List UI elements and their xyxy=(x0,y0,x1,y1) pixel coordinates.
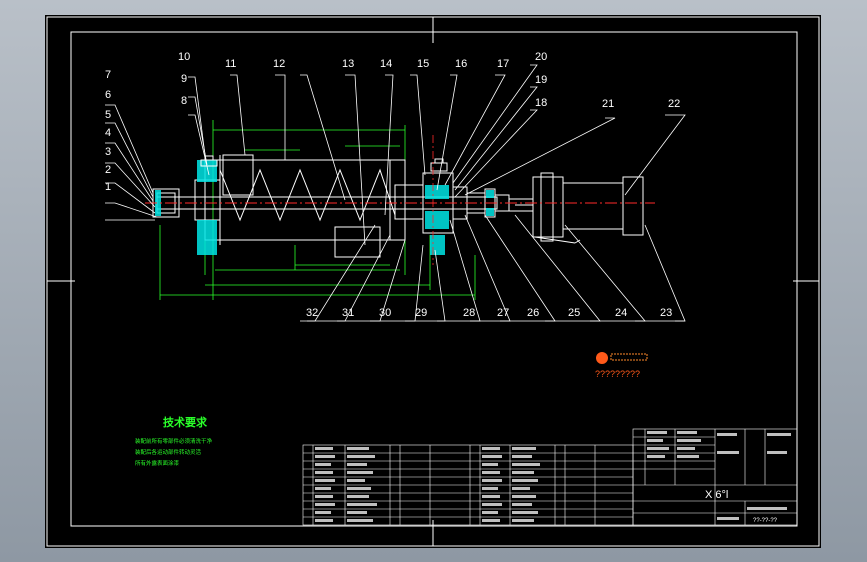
balloons-bottom: 32 31 30 29 28 27 26 25 24 23 xyxy=(306,307,672,319)
balloon-label: 22 xyxy=(668,98,680,110)
balloon-label: 19 xyxy=(535,74,547,86)
balloon-label: 3 xyxy=(105,146,111,158)
watermark-text: ????????? xyxy=(595,369,640,379)
tech-req-title: 技术要求 xyxy=(163,415,208,429)
balloon-label: 29 xyxy=(415,307,427,319)
logo-icon xyxy=(596,352,608,364)
balloon-label: 16 xyxy=(455,58,467,70)
balloon-label: 18 xyxy=(535,97,547,109)
assembly-drawing: 10 9 8 11 12 13 14 15 16 17 20 19 18 21 … xyxy=(46,16,820,547)
balloon-label: 20 xyxy=(535,51,547,63)
balloon-label: 6 xyxy=(105,89,111,101)
drawing-sheet[interactable]: 10 9 8 11 12 13 14 15 16 17 20 19 18 21 … xyxy=(45,15,821,548)
title-block xyxy=(632,428,798,526)
balloons-top: 10 9 8 11 12 13 14 15 16 17 20 19 18 21 … xyxy=(178,51,680,110)
balloon-label: 17 xyxy=(497,58,509,70)
drive-motor xyxy=(508,172,644,244)
scale-text: X 6°l xyxy=(705,489,728,501)
centering-marks xyxy=(47,17,819,546)
screw-housing xyxy=(204,154,406,258)
balloon-label: 23 xyxy=(660,307,672,319)
balloon-label: 1 xyxy=(105,181,111,193)
balloon-label: 11 xyxy=(225,58,236,70)
tech-req-line: 所有外露表面涂漆 xyxy=(135,459,180,467)
balloon-label: 26 xyxy=(527,307,539,319)
balloon-label: 28 xyxy=(463,307,475,319)
technical-requirements: 技术要求 装配前所有零部件必须清洗干净 装配后各运动部件转动灵活 所有外露表面涂… xyxy=(135,415,213,467)
balloon-label: 31 xyxy=(342,307,354,319)
right-bearing-hatch xyxy=(425,185,449,255)
parts-list-columns xyxy=(312,445,596,525)
balloon-label: 2 xyxy=(105,164,111,176)
balloon-label: 32 xyxy=(306,307,318,319)
tech-req-line: 装配前所有零部件必须清洗干净 xyxy=(135,437,213,445)
balloon-label: 7 xyxy=(105,69,111,81)
inner-frame xyxy=(70,31,798,527)
balloon-label: 8 xyxy=(181,95,187,107)
balloon-label: 30 xyxy=(379,307,391,319)
balloon-label: 5 xyxy=(105,109,111,121)
balloon-label: 12 xyxy=(273,58,285,70)
balloon-label: 27 xyxy=(497,307,509,319)
left-bearing-assembly xyxy=(152,179,221,221)
watermark-logo: ????????? xyxy=(595,352,648,379)
balloon-label: 10 xyxy=(178,51,190,63)
drawing-number: ??-??-?? xyxy=(753,518,778,524)
screw-flight xyxy=(219,168,396,222)
balloon-label: 25 xyxy=(568,307,580,319)
parts-list-rows xyxy=(303,452,633,518)
left-bearing-hatch xyxy=(155,160,217,255)
balloon-label: 15 xyxy=(417,58,429,70)
balloon-label: 21 xyxy=(602,98,614,110)
parts-list-text-blocks xyxy=(315,447,540,522)
balloon-label: 9 xyxy=(181,73,187,85)
balloons-left: 7 6 5 4 3 2 1 xyxy=(105,69,111,193)
balloon-label: 4 xyxy=(105,127,111,139)
dimension-lines xyxy=(159,120,476,300)
tech-req-line: 装配后各运动部件转动灵活 xyxy=(135,448,202,456)
title-block-text-blocks xyxy=(647,431,791,520)
balloon-label: 24 xyxy=(615,307,627,319)
coupling-hatch xyxy=(486,190,494,216)
balloon-label: 14 xyxy=(380,58,392,70)
balloon-label: 13 xyxy=(342,58,354,70)
